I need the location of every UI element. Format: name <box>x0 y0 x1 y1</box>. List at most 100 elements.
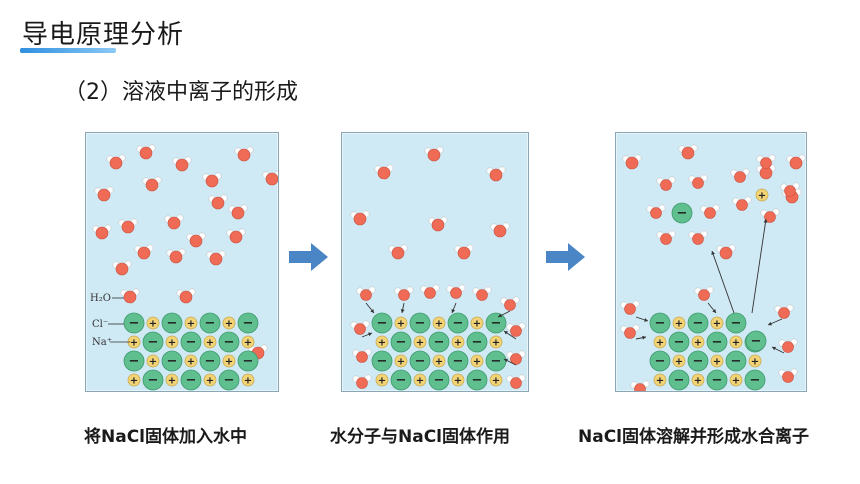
sodium-ion: + <box>165 335 179 349</box>
crystal-lattice: −+−+−+−+−+−+−+−+−+−+−+−+−+−+ <box>123 312 259 391</box>
chloride-ion: − <box>199 350 221 372</box>
sodium-ion: + <box>470 316 484 330</box>
water-molecule <box>656 176 676 191</box>
chloride-ion: − <box>428 369 450 391</box>
svg-text:+: + <box>492 338 500 349</box>
water-molecule <box>374 164 394 180</box>
sodium-ion: + <box>241 335 255 349</box>
water-molecule <box>780 182 800 197</box>
attraction-arrow <box>400 302 405 314</box>
sodium-ion: + <box>413 373 427 387</box>
chloride-label: Cl⁻ <box>92 319 108 330</box>
svg-text:−: − <box>731 354 742 369</box>
svg-text:−: − <box>148 373 159 388</box>
sodium-ion: + <box>146 316 160 330</box>
water-molecule <box>506 322 526 337</box>
water-molecule <box>234 146 254 162</box>
chloride-ion: − <box>466 369 488 391</box>
water-molecule <box>226 228 246 244</box>
chloride-ion: − <box>161 312 183 334</box>
svg-text:−: − <box>674 335 685 350</box>
sodium-ion: + <box>222 354 236 368</box>
svg-text:−: − <box>186 373 197 388</box>
water-molecule <box>646 204 666 219</box>
sodium-ion: + <box>489 373 503 387</box>
svg-text:+: + <box>168 338 176 349</box>
sodium-ion: + <box>127 335 141 349</box>
chloride-ion: − <box>218 369 240 391</box>
hydrated-ions: −+ <box>646 154 800 245</box>
water-molecule <box>732 196 752 211</box>
water-molecule <box>356 286 376 301</box>
water-molecule <box>656 230 676 245</box>
svg-text:+: + <box>187 319 195 330</box>
chloride-ion: − <box>668 369 690 391</box>
crystal-lattice: −+−+−+−+−+−−+−+−++−+−+−− <box>649 312 767 391</box>
water-molecule <box>208 194 228 210</box>
svg-text:−: − <box>434 335 445 350</box>
svg-text:−: − <box>224 373 235 388</box>
panel-water-interacts-with-nacl: −+−+−+−+−+−+−+−+−+−+−+−+−+−+ <box>341 132 529 392</box>
chloride-ion: − <box>687 312 709 334</box>
chloride-ion: − <box>123 312 145 334</box>
chloride-ion: − <box>371 350 393 372</box>
water-molecule <box>630 380 650 391</box>
water-molecule <box>186 232 206 248</box>
sodium-ion: + <box>375 373 389 387</box>
svg-text:+: + <box>149 319 157 330</box>
water-molecule <box>446 284 466 299</box>
sodium-ion: + <box>146 354 160 368</box>
svg-text:+: + <box>397 357 405 368</box>
water-molecule <box>166 248 186 264</box>
sodium-ion: + <box>165 373 179 387</box>
sodium-ion: + <box>222 316 236 330</box>
water-molecule <box>428 216 448 232</box>
svg-text:−: − <box>129 316 140 331</box>
svg-text:−: − <box>205 354 216 369</box>
water-molecule <box>700 204 720 219</box>
panel-1-caption: 将NaCl固体加入水中 <box>84 427 248 447</box>
svg-text:+: + <box>130 338 138 349</box>
water-molecule <box>202 172 222 188</box>
svg-text:−: − <box>396 373 407 388</box>
panel-nacl-dissolves-hydrated-ions: −+ −+−+−+−+−+−−+−+−++−+−+−− <box>615 132 807 392</box>
chloride-ion: − <box>725 350 747 372</box>
svg-text:+: + <box>206 338 214 349</box>
svg-text:+: + <box>244 376 252 387</box>
water-molecule <box>500 296 520 311</box>
water-molecule <box>350 210 370 226</box>
chloride-ion: − <box>706 369 728 391</box>
svg-text:−: − <box>415 354 426 369</box>
chloride-ion: − <box>180 331 202 353</box>
svg-text:−: − <box>655 316 666 331</box>
sodium-ion: + <box>451 373 465 387</box>
attraction-arrow <box>503 358 517 366</box>
sodium-label: Na⁺ <box>92 337 112 348</box>
free-water-molecules <box>350 146 526 389</box>
sodium-ion: + <box>394 354 408 368</box>
water-molecule <box>352 374 372 389</box>
water-molecule <box>420 284 440 299</box>
svg-text:−: − <box>655 354 666 369</box>
sodium-ion: + <box>653 373 667 387</box>
water-molecule <box>716 244 736 260</box>
chloride-ion: − <box>218 331 240 353</box>
water-molecule <box>228 204 248 220</box>
svg-text:+: + <box>168 376 176 387</box>
svg-text:+: + <box>397 319 405 330</box>
svg-text:+: + <box>416 338 424 349</box>
svg-text:+: + <box>454 376 462 387</box>
attraction-arrow <box>503 330 517 340</box>
svg-text:+: + <box>656 376 664 387</box>
svg-text:+: + <box>713 319 721 330</box>
chloride-ion: − <box>725 312 747 334</box>
sodium-ion: + <box>710 316 724 330</box>
free-water-molecules <box>92 144 278 360</box>
attraction-arrows <box>361 302 517 366</box>
panel-1-illustration: −+−+−+−+−+−+−+−+−+−+−+−+−+−+ H₂O Cl⁻ Na⁺ <box>90 144 278 391</box>
water-molecule <box>774 304 794 319</box>
free-water-molecules <box>620 144 806 391</box>
chloride-ion: − <box>371 312 393 334</box>
attraction-arrow <box>361 332 373 338</box>
water-molecule <box>506 350 526 365</box>
